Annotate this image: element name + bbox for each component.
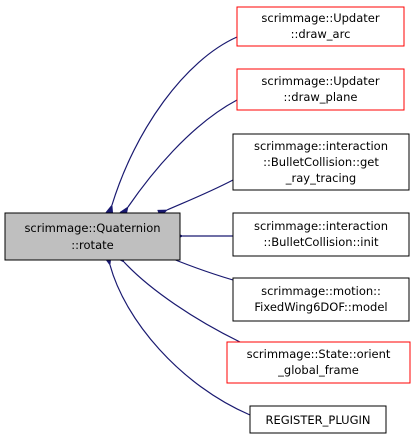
node-updater-draw-plane[interactable]: scrimmage::Updater ::draw_plane — [236, 68, 405, 111]
node-bullet-get-ray-tracing-line2: ::BulletCollision::get — [263, 155, 379, 169]
node-updater-draw-plane-line1: scrimmage::Updater — [261, 74, 379, 88]
node-state-orient-global-frame-line2: _global_frame — [277, 363, 359, 377]
node-register-plugin[interactable]: REGISTER_PLUGIN — [249, 405, 387, 434]
node-bullet-get-ray-tracing-line3: _ray_tracing — [285, 171, 356, 185]
node-updater-draw-plane-line2: ::draw_plane — [284, 90, 358, 104]
node-fixedwing-model-line2: FixedWing6DOF::model — [254, 300, 387, 314]
node-bullet-get-ray-tracing-line1: scrimmage::interaction — [254, 139, 388, 153]
node-bullet-init-line2: ::BulletCollision::init — [264, 235, 379, 249]
node-fixedwing-model[interactable]: scrimmage::motion:: FixedWing6DOF::model — [232, 277, 410, 322]
node-fixedwing-model-line1: scrimmage::motion:: — [261, 284, 381, 298]
node-bullet-get-ray-tracing[interactable]: scrimmage::interaction ::BulletCollision… — [232, 133, 410, 191]
node-updater-draw-arc-line2: ::draw_arc — [291, 27, 351, 41]
edge-register-plugin — [103, 255, 251, 416]
edge-draw-arc — [105, 36, 238, 215]
node-quaternion-rotate-line2: ::rotate — [71, 238, 113, 252]
node-bullet-init[interactable]: scrimmage::interaction ::BulletCollision… — [232, 212, 410, 257]
node-quaternion-rotate-line1: scrimmage::Quaternion — [24, 221, 160, 235]
node-updater-draw-arc[interactable]: scrimmage::Updater ::draw_arc — [236, 6, 405, 47]
edge-orient-global-frame — [114, 252, 241, 343]
edge-get-ray-tracing — [157, 179, 234, 218]
node-state-orient-global-frame-line1: scrimmage::State::orient — [247, 347, 391, 361]
edge-draw-plane — [119, 99, 238, 217]
edge-fixedwing-model — [158, 249, 241, 283]
node-state-orient-global-frame[interactable]: scrimmage::State::orient _global_frame — [226, 341, 411, 384]
edges — [103, 36, 251, 416]
node-updater-draw-arc-line1: scrimmage::Updater — [261, 11, 379, 25]
node-quaternion-rotate[interactable]: scrimmage::Quaternion ::rotate — [4, 212, 181, 261]
node-bullet-init-line1: scrimmage::interaction — [254, 219, 388, 233]
node-register-plugin-line1: REGISTER_PLUGIN — [266, 413, 371, 427]
